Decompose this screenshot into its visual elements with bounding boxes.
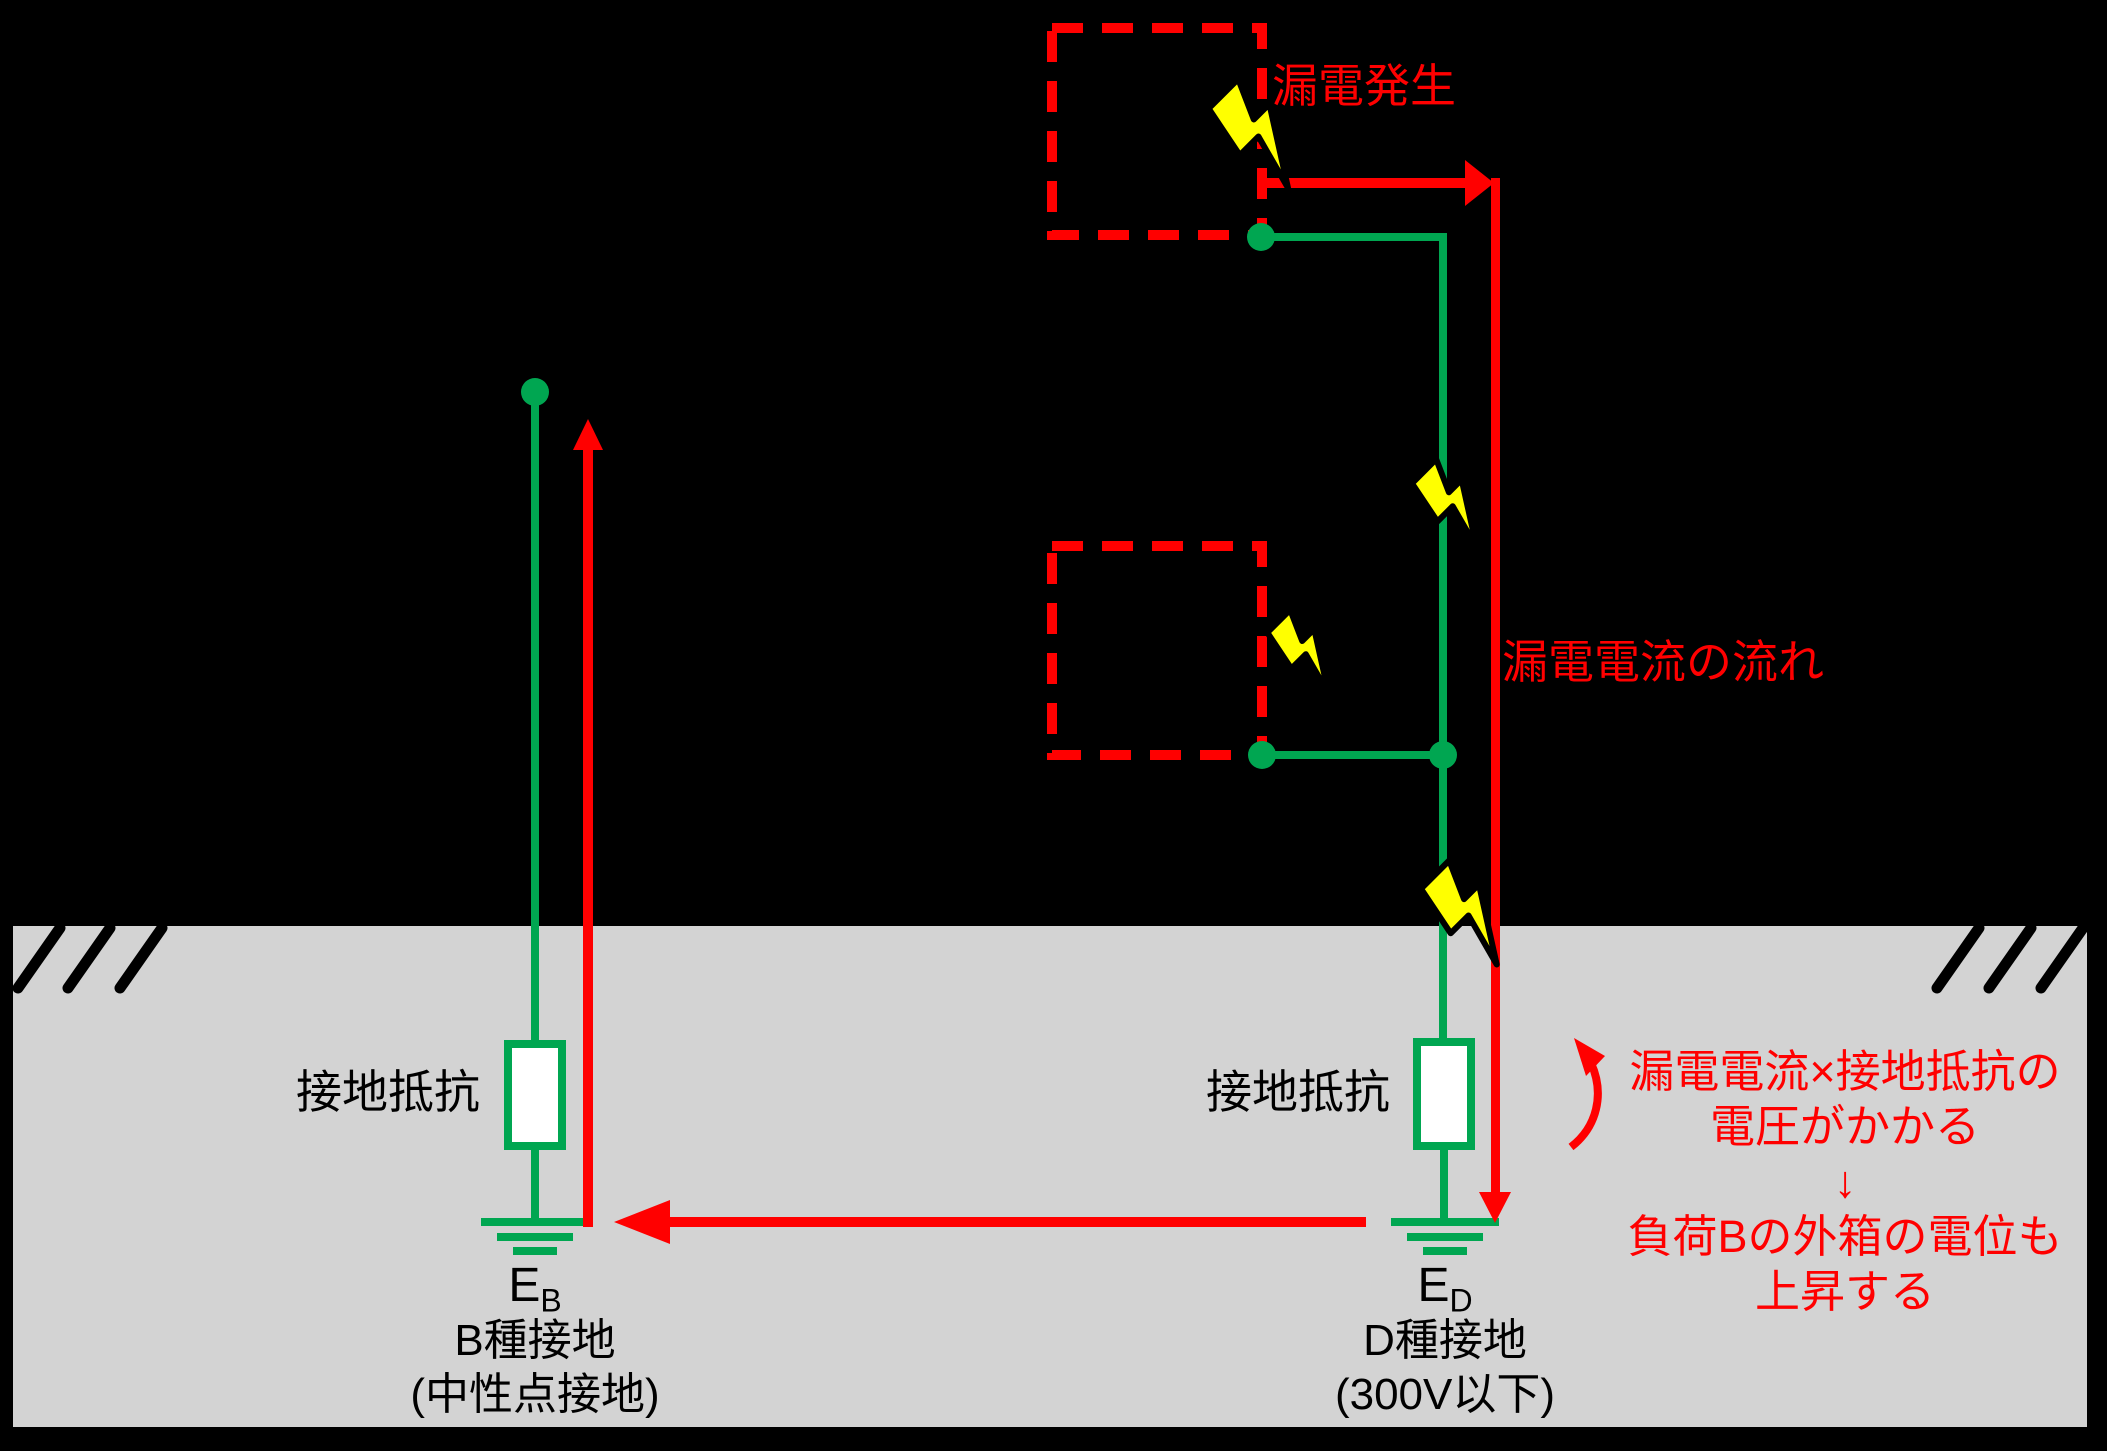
electrode-b-class-label: B種接地 — [454, 1316, 616, 1365]
electrode-b-symbol: EB — [508, 1259, 562, 1319]
ground-soil-area — [13, 926, 2087, 1427]
lightning-bolt-icon — [1201, 76, 1321, 196]
grounding-wire-b — [521, 378, 549, 1222]
ground-resistor-b — [504, 1040, 566, 1150]
leak-occurred-label: 漏電発生 — [1272, 60, 1456, 112]
soil-hatch-right — [1931, 922, 2089, 994]
curved-arrow-icon — [1568, 1038, 1605, 1151]
down-arrow-icon: ↓ — [1833, 1156, 1857, 1207]
grounding-wire-d — [1247, 223, 1457, 1222]
lightning-bolt-icon — [1414, 858, 1528, 972]
leak-arrow-left-shaft — [583, 448, 593, 1227]
load-b-dashed-box — [1047, 541, 1267, 760]
earth-symbol-b — [481, 1218, 589, 1255]
ground-resistance-label-right: 接地抵抗 — [1206, 1066, 1390, 1118]
connection-dot — [1247, 223, 1275, 251]
voltage-note-line: 漏電電流×接地抵抗の — [1629, 1046, 2061, 1097]
leak-arrow-top-head — [1465, 160, 1494, 206]
lightning-bolt-icon — [1406, 457, 1504, 555]
leak-arrow-up-head — [573, 419, 603, 450]
leak-arrow-left-head — [614, 1200, 670, 1244]
voltage-note-line: 上昇する — [1754, 1266, 1935, 1317]
electrode-d-class-label: D種接地 — [1363, 1316, 1527, 1365]
soil-hatch-left — [12, 922, 168, 994]
voltage-rise-note: 漏電電流×接地抵抗の 電圧がかかる ↓ 負荷Bの外箱の電位も 上昇する — [1585, 1044, 2105, 1319]
leak-current-flow-label: 漏電電流の流れ — [1502, 636, 1824, 688]
electrode-b-note-label: (中性点接地) — [410, 1370, 660, 1419]
connection-dot — [521, 378, 549, 406]
ground-resistor-d — [1413, 1038, 1475, 1150]
voltage-note-line: 電圧がかかる — [1709, 1101, 1980, 1152]
voltage-note-line: 負荷Bの外箱の電位も — [1627, 1211, 2063, 1262]
leak-arrow-right-shaft — [1491, 178, 1500, 1192]
leak-arrow-bottom-shaft — [670, 1217, 1366, 1227]
electrode-d-note-label: (300V以下) — [1334, 1370, 1556, 1419]
ground-resistance-label-left: 接地抵抗 — [296, 1066, 480, 1118]
leak-current-flow-path — [573, 160, 1511, 1244]
lightning-bolt-icon — [1261, 607, 1354, 700]
leak-arrow-down-head — [1479, 1192, 1511, 1223]
electrode-d-symbol: ED — [1417, 1259, 1473, 1319]
connection-dot — [1429, 741, 1457, 769]
connection-dot — [1248, 741, 1276, 769]
earth-symbol-d — [1391, 1218, 1499, 1255]
leak-arrow-top-shaft — [1258, 178, 1468, 188]
